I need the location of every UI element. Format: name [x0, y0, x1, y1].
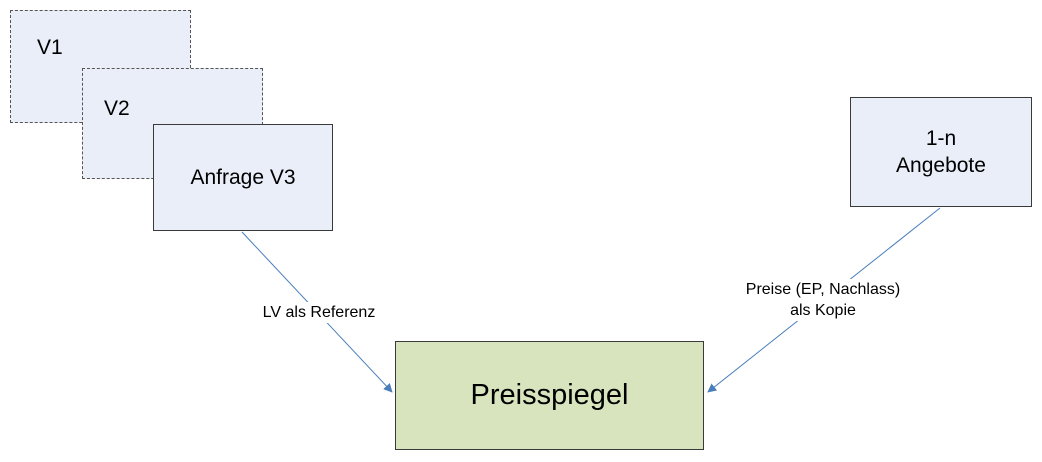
version-label-v2: V2 — [104, 97, 130, 120]
edge-label-prices-copy: Preise (EP, Nachlass) als Kopie — [716, 279, 930, 321]
price-comparison-label: Preisspiegel — [470, 379, 629, 411]
offers-label: 1-n Angebote — [896, 127, 986, 177]
edge-label-lv-reference: LV als Referenz — [244, 302, 394, 323]
version-label-v1: V1 — [37, 36, 63, 59]
price-comparison-box: Preisspiegel — [395, 341, 704, 450]
offers-box: 1-n Angebote — [850, 97, 1032, 207]
request-label-v3: Anfrage V3 — [190, 166, 296, 189]
request-box-v3: Anfrage V3 — [153, 124, 333, 231]
